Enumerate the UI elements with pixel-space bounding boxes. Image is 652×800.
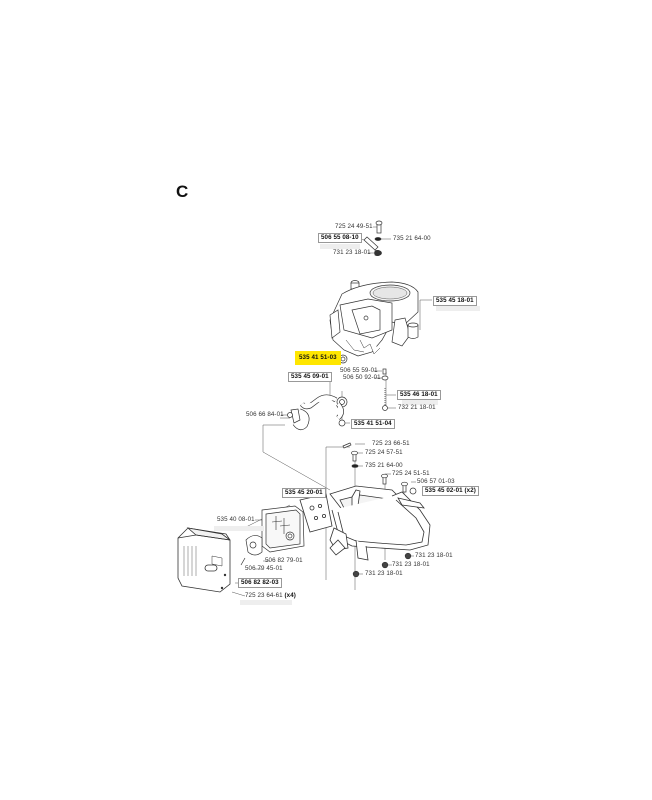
label-shadow xyxy=(402,400,438,405)
part-label[interactable]: 732 21 18-01 xyxy=(398,404,436,411)
part-number: 725 23 64-61 xyxy=(245,592,283,599)
part-label[interactable]: 725 24 51-51 xyxy=(392,470,430,477)
part-label[interactable]: 506 57 01-03 xyxy=(417,478,455,485)
label-shadow xyxy=(320,244,360,249)
part-label[interactable]: 735 21 64-00 xyxy=(393,235,431,242)
part-label[interactable]: 535 40 08-01 xyxy=(217,516,255,523)
part-label[interactable]: 506 66 84-01 xyxy=(246,411,284,418)
part-number: 535 45 02-01 xyxy=(425,487,463,494)
frame-hardware xyxy=(342,442,417,578)
part-label-boxed[interactable]: 535 45 09-01 xyxy=(288,372,332,382)
part-label[interactable]: 725 23 64-61 (x4) xyxy=(245,592,296,600)
part-label[interactable]: 506 79 45-01 xyxy=(245,565,283,572)
muffler-plate xyxy=(261,505,305,553)
part-label[interactable]: 506 55 59-01 xyxy=(340,367,378,374)
part-label[interactable]: 731 23 18-01 xyxy=(365,570,403,577)
part-label[interactable]: 731 23 18-01 xyxy=(392,561,430,568)
engine-mount-frame xyxy=(299,485,431,561)
highlighted-part-label[interactable]: 535 41 51-03 xyxy=(295,351,341,365)
part-label-boxed[interactable]: 535 46 18-01 xyxy=(397,390,441,400)
fuel-hose xyxy=(287,394,344,431)
label-shadow xyxy=(240,600,292,605)
label-shadow xyxy=(436,306,480,311)
part-label[interactable]: 735 21 64-00 xyxy=(365,462,403,469)
label-shadow xyxy=(214,526,264,531)
section-letter: C xyxy=(176,182,189,201)
part-label-boxed[interactable]: 535 45 02-01 (x2) xyxy=(422,486,479,496)
part-label[interactable]: 725 24 49-51 xyxy=(335,223,373,230)
engine-hardware xyxy=(336,354,389,427)
part-label[interactable]: 506 50 92-01 xyxy=(343,374,381,381)
part-label[interactable]: 725 23 66-51 xyxy=(372,440,410,447)
top-hardware xyxy=(363,220,383,257)
part-label[interactable]: 731 23 18-01 xyxy=(415,552,453,559)
engine-illustration xyxy=(329,280,419,357)
part-label[interactable]: 731 23 18-01 xyxy=(333,249,371,256)
part-label-boxed[interactable]: 506 55 08-10 xyxy=(318,233,362,243)
quantity: (x2) xyxy=(464,487,476,494)
part-label[interactable]: 506 82 79-01 xyxy=(265,557,303,564)
part-label-boxed[interactable]: 535 45 18-01 xyxy=(433,296,477,306)
part-label-boxed[interactable]: 506 82 82-03 xyxy=(238,578,282,588)
quantity: (x4) xyxy=(284,592,296,599)
muffler-shield xyxy=(177,527,231,593)
part-label-boxed[interactable]: 535 41 51-04 xyxy=(351,419,395,429)
part-label[interactable]: 725 24 57-51 xyxy=(365,449,403,456)
part-label-boxed[interactable]: 535 45 20-01 xyxy=(282,488,326,498)
spark-arrestor xyxy=(240,535,263,566)
